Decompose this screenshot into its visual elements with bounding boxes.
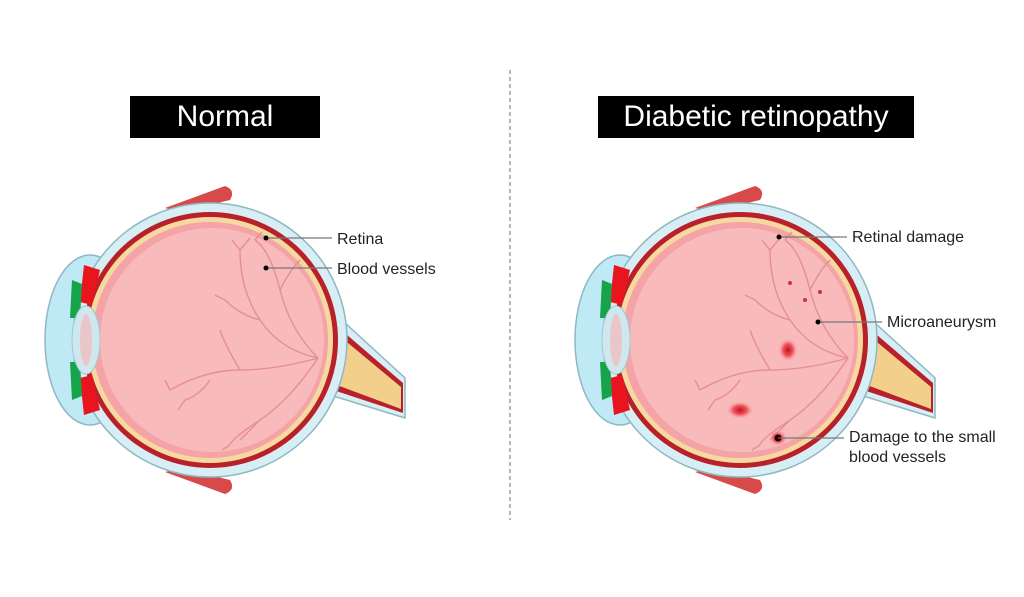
label-retinal-damage: Retinal damage [852,229,965,246]
leader-lines [266,236,882,439]
label-blood-vessels: Blood vessels [337,261,436,278]
label-microaneurysm: Microaneurysm [887,314,997,331]
hemorrhage-spot [778,338,798,362]
diabetic-title: Diabetic retinopathy [598,96,914,138]
label-retina: Retina [337,231,384,248]
hemorrhage-spot [726,401,754,419]
label-small-vessels-1: Damage to the small [849,429,996,446]
label-small-vessels-2: blood vessels [849,449,946,466]
normal-title: Normal [130,96,320,138]
